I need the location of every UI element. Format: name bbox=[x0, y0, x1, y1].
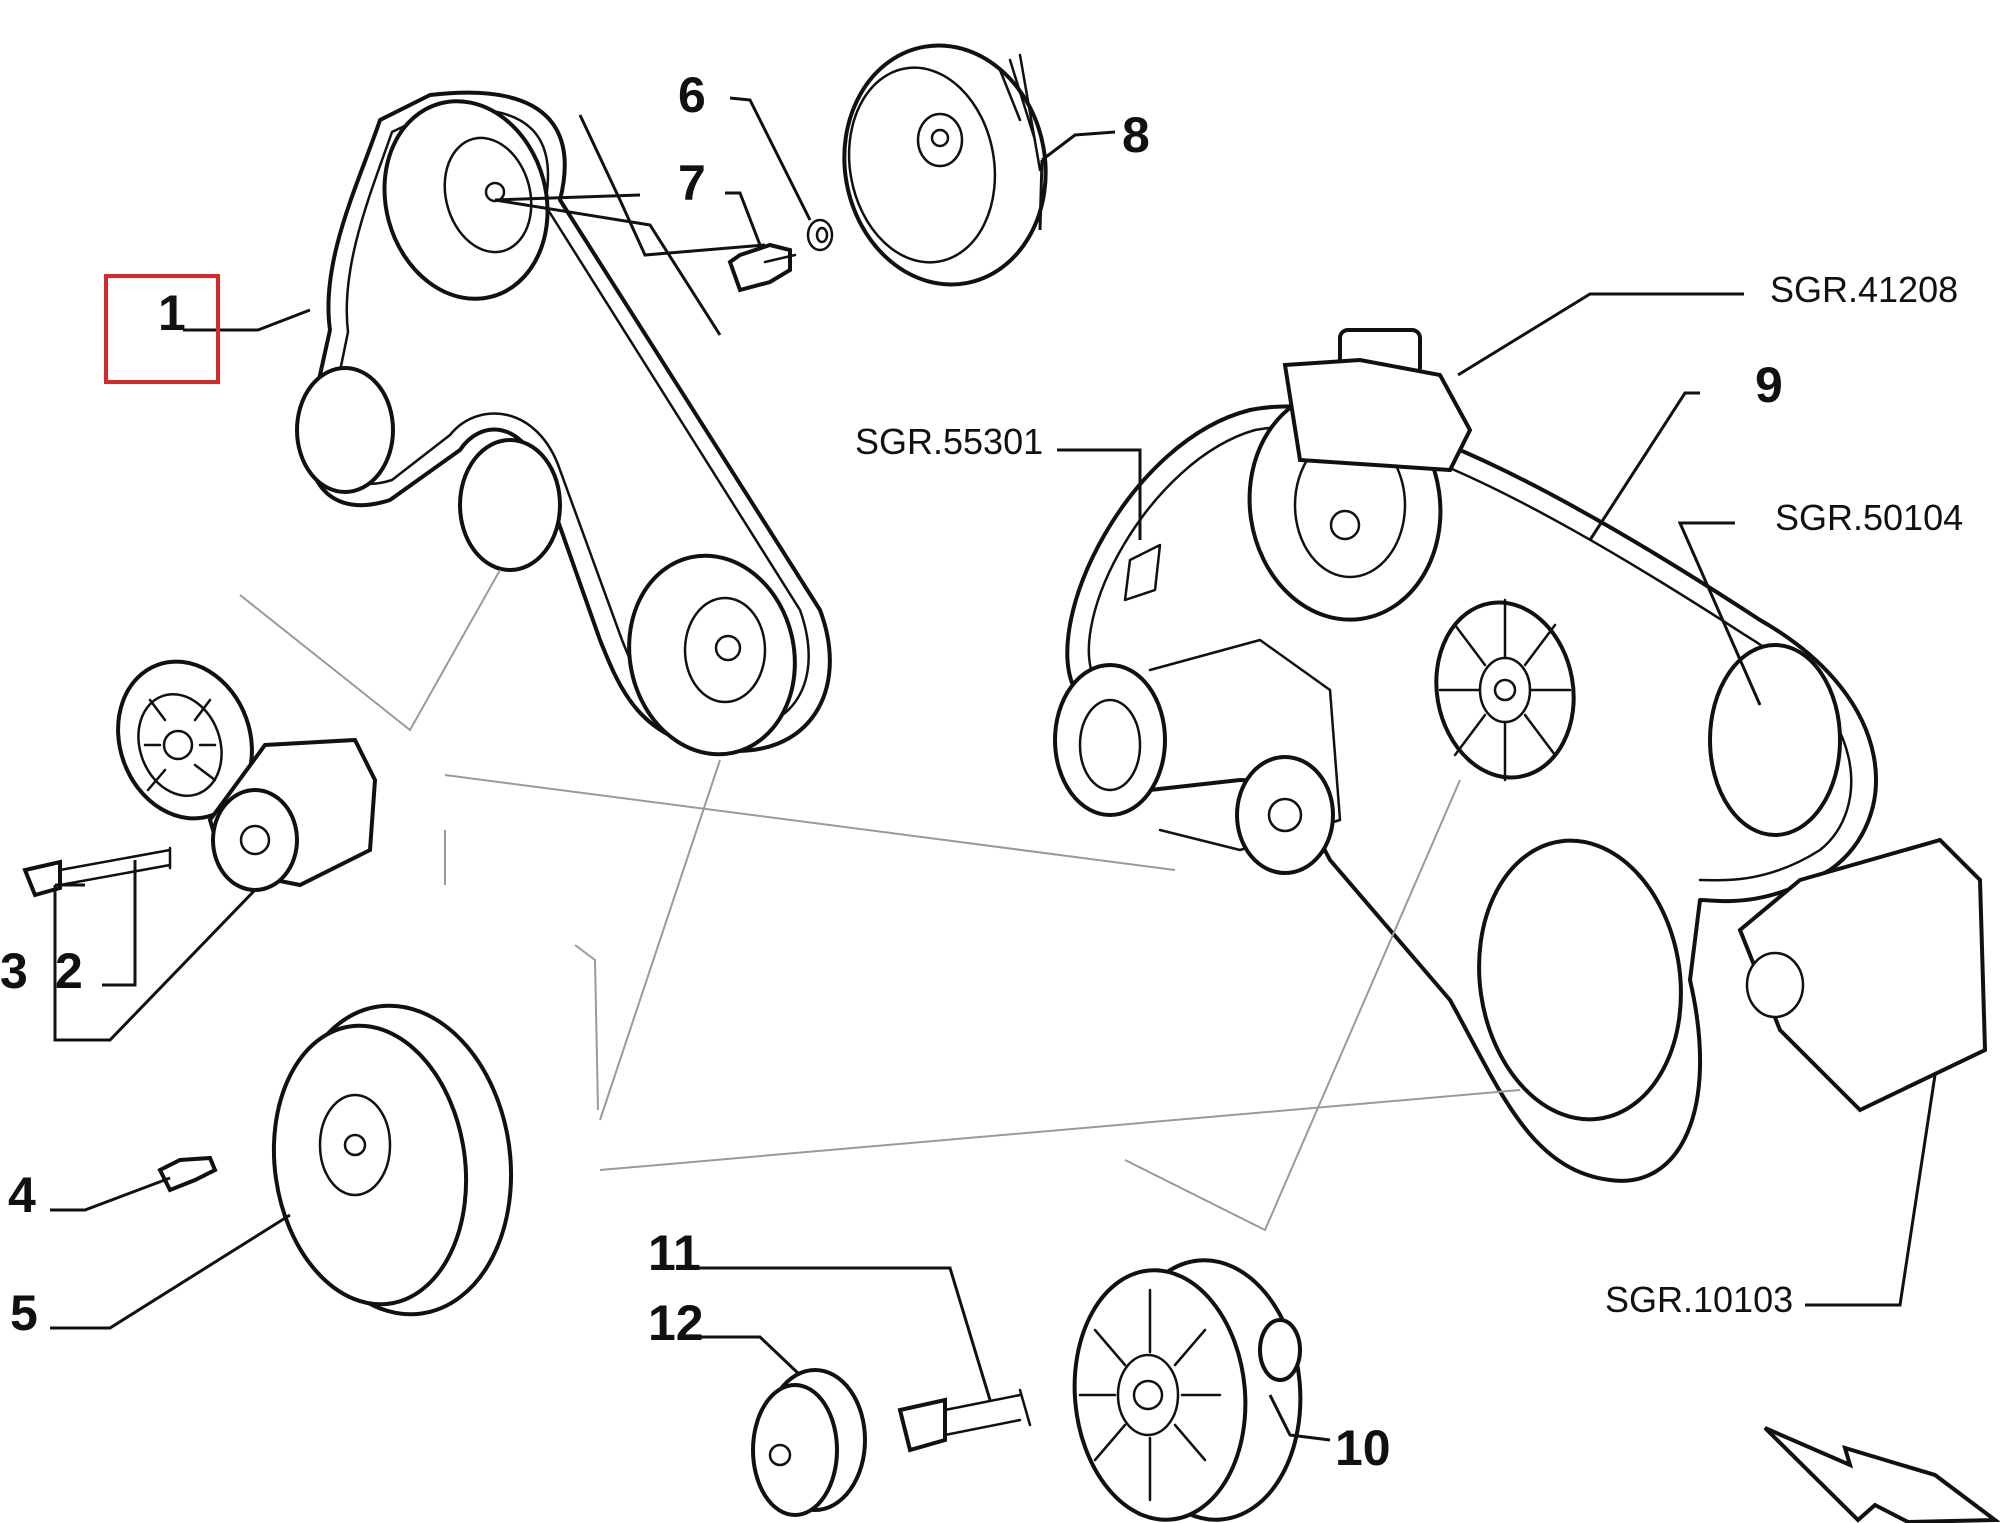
part-5-pulley bbox=[271, 1003, 514, 1317]
leader-lines bbox=[50, 96, 1937, 1442]
callout-3[interactable]: 3 bbox=[0, 943, 28, 999]
callout-7[interactable]: 7 bbox=[678, 155, 706, 211]
part-8-pulley bbox=[842, 43, 1048, 287]
tensioner-assembly bbox=[116, 659, 378, 892]
belt-idler-middle bbox=[458, 438, 562, 572]
part-2-bolt bbox=[22, 846, 172, 898]
callout-5[interactable]: 5 bbox=[10, 1285, 38, 1341]
reference-sgr-55301[interactable]: SGR.55301 bbox=[855, 421, 1043, 462]
belt-idler-left bbox=[295, 366, 395, 494]
callout-8[interactable]: 8 bbox=[1122, 107, 1150, 163]
part-10-idler bbox=[1072, 1258, 1303, 1522]
belt-pulley-top bbox=[382, 99, 550, 301]
part-11-bolt bbox=[897, 1388, 1032, 1453]
direction-arrow-icon bbox=[1763, 1426, 2000, 1523]
callout-6[interactable]: 6 bbox=[678, 67, 706, 123]
reference-sgr-50104[interactable]: SGR.50104 bbox=[1775, 497, 1963, 538]
part-12-spacer bbox=[751, 1368, 867, 1517]
callout-1[interactable]: 1 bbox=[158, 285, 186, 341]
callout-2[interactable]: 2 bbox=[55, 943, 83, 999]
belt-pulley-bottom bbox=[627, 553, 797, 757]
engine-belt-assembly bbox=[1053, 328, 1988, 1183]
callout-9[interactable]: 9 bbox=[1755, 357, 1783, 413]
callout-12[interactable]: 12 bbox=[648, 1295, 704, 1351]
exploded-view-guide-lines bbox=[239, 569, 1521, 1232]
callout-1-highlight-box bbox=[104, 274, 220, 384]
callout-4[interactable]: 4 bbox=[8, 1167, 36, 1223]
reference-sgr-41208[interactable]: SGR.41208 bbox=[1770, 269, 1958, 310]
part-7-bolt bbox=[727, 242, 797, 293]
reference-sgr-10103[interactable]: SGR.10103 bbox=[1605, 1279, 1793, 1320]
part-6-circlip bbox=[806, 218, 834, 252]
part-4-screw bbox=[157, 1155, 218, 1193]
callout-10[interactable]: 10 bbox=[1335, 1420, 1391, 1476]
callout-11[interactable]: 11 bbox=[648, 1225, 701, 1281]
